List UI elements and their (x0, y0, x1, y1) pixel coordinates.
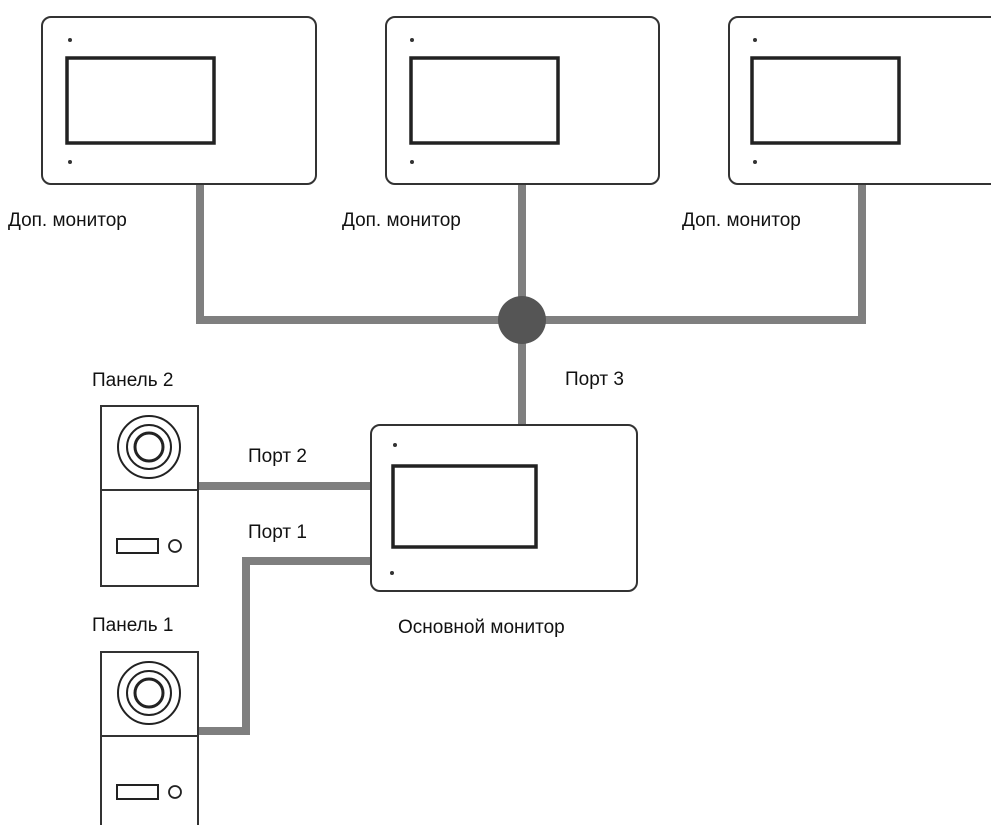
aux-monitor-1-led-bottom (68, 160, 72, 164)
aux-monitor-3-led-bottom (753, 160, 757, 164)
panel-2-label: Панель 2 (92, 370, 174, 391)
name-plate (116, 538, 159, 554)
main-monitor-led-bottom (390, 571, 394, 575)
aux-monitor-2-led-top (410, 38, 414, 42)
camera-icon (117, 415, 181, 479)
main-monitor (370, 424, 638, 592)
panel-1-label: Панель 1 (92, 615, 174, 636)
aux-monitor-2-led-bottom (410, 160, 414, 164)
call-button-icon (168, 785, 182, 799)
camera-icon (117, 661, 181, 725)
port-3-label: Порт 3 (565, 369, 624, 390)
aux-monitor-3 (728, 16, 991, 185)
aux-monitor-2 (385, 16, 660, 185)
door-panel-1 (100, 651, 199, 825)
aux-monitor-3-label: Доп. монитор (682, 210, 801, 231)
aux-monitor-1-led-top (68, 38, 72, 42)
aux-monitor-1 (41, 16, 317, 185)
main-monitor-screen (391, 464, 538, 549)
aux-monitor-1-label: Доп. монитор (8, 210, 127, 231)
main-monitor-led-top (393, 443, 397, 447)
aux-monitor-3-led-top (753, 38, 757, 42)
port-2-label: Порт 2 (248, 446, 307, 467)
cable-aux-monitor-1 (196, 182, 522, 324)
port-1-label: Порт 1 (248, 522, 307, 543)
cable-aux-monitor-3 (522, 182, 866, 324)
aux-monitor-3-screen (750, 56, 901, 145)
door-panel-2 (100, 405, 199, 587)
aux-monitor-1-screen (65, 56, 216, 145)
cable-port-1 (197, 557, 373, 735)
call-button-icon (168, 539, 182, 553)
aux-monitor-2-label: Доп. монитор (342, 210, 461, 231)
main-monitor-label: Основной монитор (398, 617, 565, 638)
aux-monitor-2-screen (409, 56, 560, 145)
junction-node (498, 296, 546, 344)
name-plate (116, 784, 159, 800)
cables (196, 182, 866, 735)
